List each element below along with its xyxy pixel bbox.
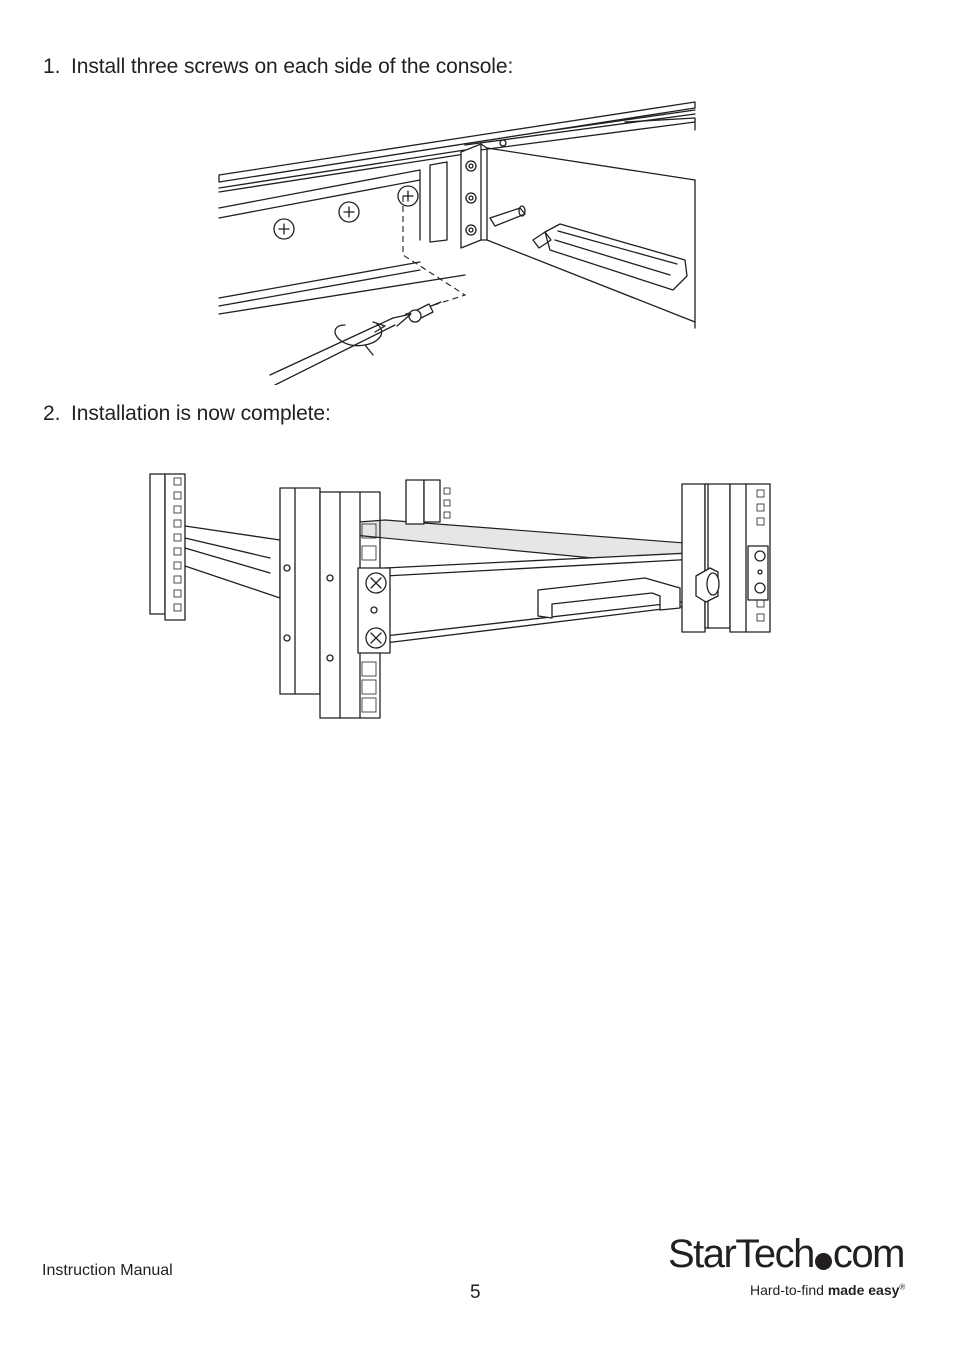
rail-screw	[338, 201, 360, 223]
step-2-instruction: 2. Installation is now complete:	[43, 402, 331, 426]
brand-name-part2: com	[832, 1232, 906, 1276]
step-2-number: 2.	[43, 402, 61, 425]
bracket-screw	[365, 627, 387, 649]
step-1-text: Install three screws on each side of the…	[71, 55, 514, 78]
brand-dot-icon	[814, 1253, 832, 1270]
registered-mark: ®	[899, 1282, 906, 1292]
brand-tagline-plain: Hard-to-find	[750, 1282, 828, 1298]
bracket-screw	[365, 572, 387, 594]
rack-post	[279, 487, 381, 719]
brand-tagline-bold: made easy	[827, 1282, 900, 1298]
rack-post	[149, 473, 186, 621]
brand-tagline: Hard-to-find made easy®	[750, 1282, 905, 1298]
completed-installation-illustration	[140, 468, 780, 723]
brand-wordmark: StarTech com	[668, 1230, 906, 1278]
step-2-text: Installation is now complete:	[71, 402, 331, 425]
page-number: 5	[470, 1282, 481, 1303]
footer-document-label: Instruction Manual	[42, 1262, 173, 1279]
rail-screw	[273, 218, 295, 240]
brand-name-part1: StarTech	[668, 1232, 815, 1276]
step-1-number: 1.	[43, 55, 61, 78]
rail-screw	[397, 185, 419, 207]
startech-logo: StarTech com Hard-to-find made easy®	[668, 1230, 918, 1305]
step-1-instruction: 1. Install three screws on each side of t…	[43, 55, 513, 79]
screw-installation-illustration	[215, 100, 700, 385]
